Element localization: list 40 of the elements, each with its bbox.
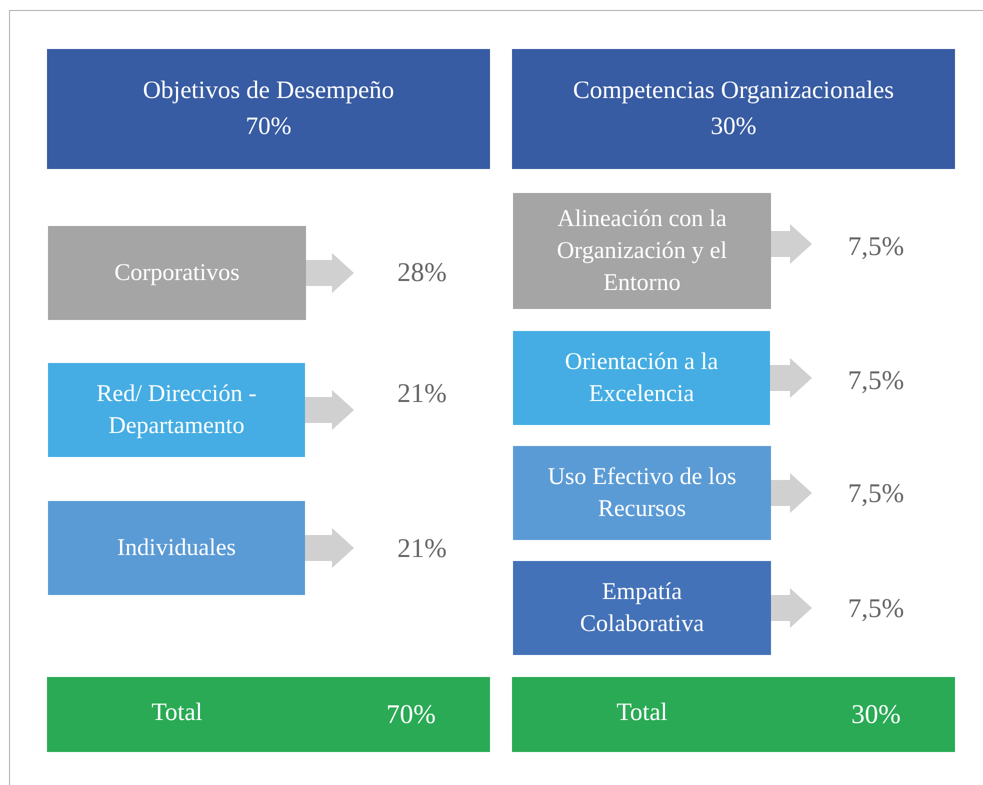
block-arrow [771, 224, 812, 264]
header-percentage: 30% [710, 112, 756, 142]
total-percentage: 30% [850, 698, 902, 732]
percentage-text: 28% [362, 250, 482, 294]
category-box [48, 501, 305, 595]
header-title: Objetivos de Desempeño [142, 76, 394, 106]
category-box [513, 331, 770, 425]
category-label: Corporativos [114, 259, 240, 288]
percentage-text: 7,5% [820, 471, 932, 515]
category-box [513, 561, 771, 655]
block-arrow [305, 528, 354, 568]
section-header [47, 49, 490, 169]
category-label: Orientación a la Excelencia [564, 348, 720, 409]
category-box [513, 193, 771, 309]
total-bar [512, 677, 955, 752]
header-percentage: 70% [246, 112, 292, 142]
percentage-text: 21% [362, 526, 482, 570]
percentage-text: 7,5% [820, 358, 932, 402]
percentage-text: 7,5% [820, 224, 932, 268]
percentage-text: 7,5% [820, 586, 932, 630]
section-header [512, 49, 955, 169]
category-label: Uso Efectivo de los Recursos [546, 463, 738, 524]
category-label: Individuales [117, 534, 236, 563]
block-arrow [771, 588, 812, 628]
percentage-text: 21% [362, 371, 482, 415]
category-box [48, 363, 305, 457]
category-label: Alineación con la Organización y el Entorno [556, 205, 728, 298]
block-arrow [770, 358, 812, 398]
block-arrow [306, 253, 354, 293]
block-arrow [771, 473, 812, 513]
header-title: Competencias Organizacionales [573, 76, 894, 106]
category-label: Empatía Colaborativa [579, 578, 705, 639]
total-label: Total [150, 698, 204, 728]
category-label: Red/ Dirección - Departamento [96, 380, 258, 441]
total-bar [47, 677, 490, 752]
category-box [513, 446, 771, 540]
block-arrow [305, 390, 354, 430]
total-percentage: 70% [385, 698, 437, 732]
total-label: Total [615, 698, 668, 728]
category-box [48, 226, 306, 320]
